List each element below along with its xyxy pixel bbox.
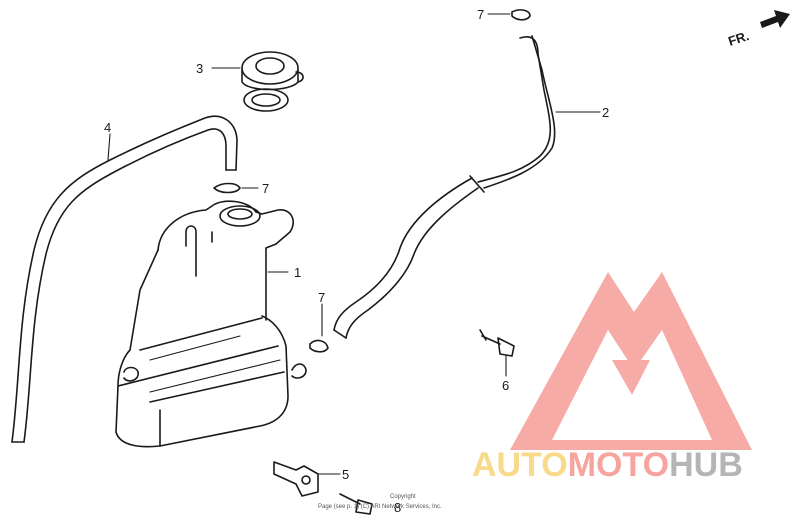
hose-part-4 [11,115,238,443]
callout-2: 2 [602,105,609,120]
callout-6: 6 [502,378,509,393]
watermark-inner-mark [612,360,650,395]
copyright-line-1: Copyright [390,494,416,500]
copyright-notice: Copyright Page (see p. 1) (C) ARI Networ… [318,494,442,510]
bolt-part-6 [479,329,515,371]
reservoir-part-1 [115,200,307,448]
watermark-hub-text: HUB [669,446,743,484]
cap-part-3 [241,51,304,112]
callout-5: 5 [342,467,349,482]
watermark-logo [510,272,752,450]
copyright-line-2: Page (see p. 1) (C) ARI Network Services… [318,504,442,510]
hose-part-2 [333,35,556,339]
leader-lines [107,13,601,475]
fr-label: FR. [726,28,751,49]
watermark-auto: AUTOMOTOHUB [472,446,743,484]
callout-1: 1 [294,265,301,280]
callout-8: 8 [394,500,401,515]
watermark-auto-text: AUTO [472,446,568,484]
bracket-part-5 [273,461,333,497]
callout-3: 3 [196,61,203,76]
watermark-wordmark: AUTOMOTOHUB [472,446,743,484]
callout-7-top: 7 [477,7,484,22]
callout-labels: 1 2 3 4 5 6 7 7 7 8 [104,7,609,515]
clip-part-7-top [511,9,531,21]
callout-7-mid: 7 [262,181,269,196]
fr-arrow-icon [760,10,790,28]
clip-part-7-low [309,339,329,353]
callout-7-low: 7 [318,290,325,305]
front-direction-indicator: FR. [726,10,790,49]
watermark-moto-text: MOTO [568,446,669,484]
callout-4: 4 [104,120,111,135]
bolt-part-8 [339,493,373,515]
clip-part-7-mid [213,182,241,194]
